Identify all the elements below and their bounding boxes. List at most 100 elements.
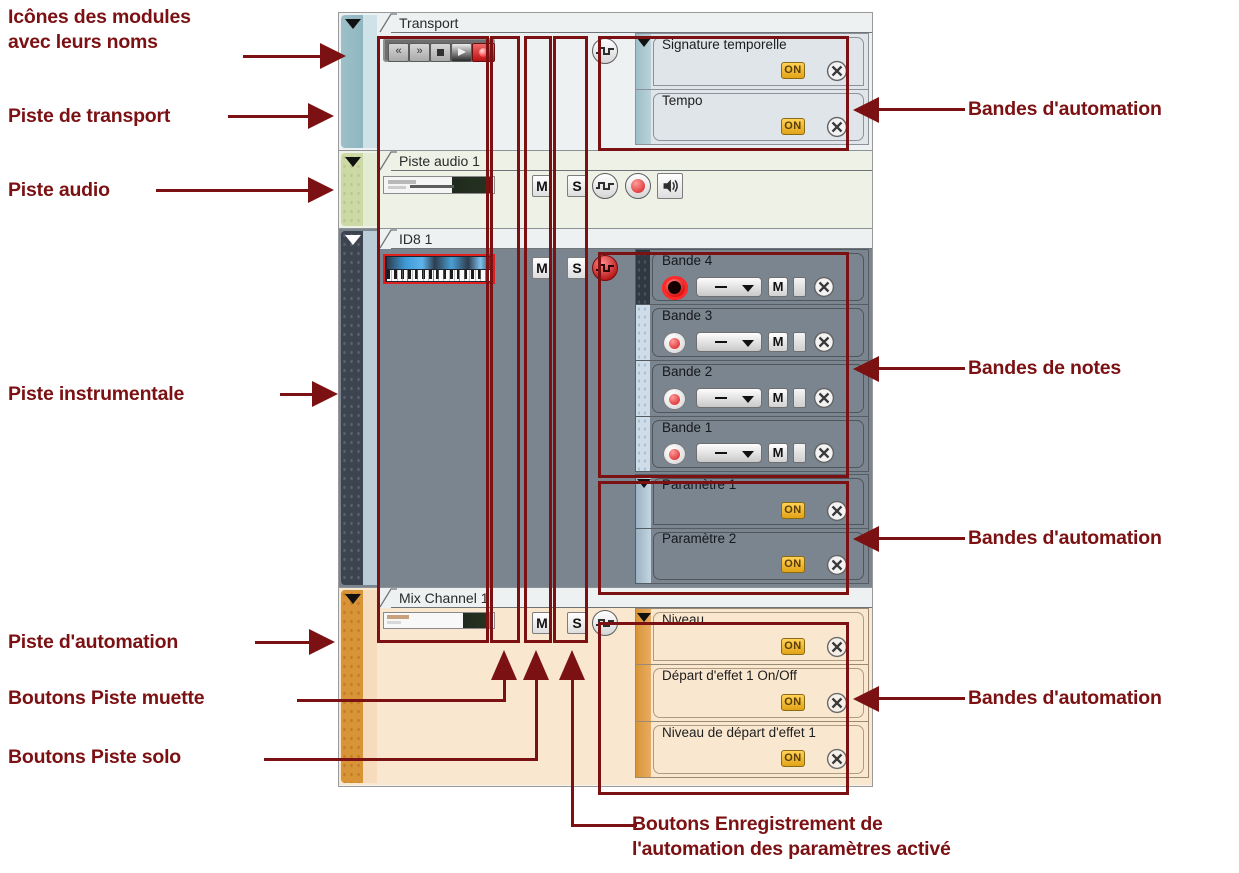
fast-forward-icon[interactable]: » [409,43,430,62]
note-lane[interactable]: Bande 4 M [635,249,869,305]
automation-lanes-transport: Signature temporelle ON Tempo ON [635,33,869,145]
mute-button-audio[interactable]: M [532,175,552,197]
automation-on-button[interactable]: ON [781,638,805,655]
note-channel-combo[interactable] [696,388,762,408]
track-transport[interactable]: Transport « » [339,13,872,151]
close-icon[interactable] [826,692,848,714]
track-color-strip-transport [341,15,363,148]
lane-slot[interactable] [793,443,806,463]
mix-module-icon[interactable] [383,612,495,629]
track-name-audio[interactable]: Piste audio 1 [399,153,480,169]
keyboard-icon[interactable] [383,254,495,284]
record-icon[interactable] [663,443,686,465]
solo-button-audio[interactable]: S [567,175,587,197]
automation-record-button-audio[interactable] [592,173,618,199]
track-audio[interactable]: Piste audio 1 M S [339,151,872,229]
automation-on-button[interactable]: ON [781,694,805,711]
close-icon[interactable] [813,387,835,409]
disclosure-triangle-transport[interactable] [345,19,361,29]
automation-record-button-mix[interactable] [592,610,618,636]
lane-slot[interactable] [793,388,806,408]
close-icon[interactable] [813,331,835,353]
disclosure-triangle-lane[interactable] [637,38,651,47]
disclosure-triangle-lane[interactable] [637,613,651,622]
close-icon[interactable] [826,554,848,576]
stop-icon[interactable] [430,43,451,62]
automation-on-button[interactable]: ON [781,62,805,79]
note-lanes-instrument: Bande 4 M [635,249,869,472]
close-icon[interactable] [813,442,835,464]
audio-module-icon[interactable] [383,176,495,194]
automation-lane[interactable]: Paramètre 2 ON [635,529,869,584]
play-icon[interactable] [451,43,472,62]
close-icon[interactable] [826,116,848,138]
automation-on-button[interactable]: ON [781,750,805,767]
leader-audio-track [156,189,312,192]
close-icon[interactable] [826,60,848,82]
disclosure-triangle-audio[interactable] [345,157,361,167]
note-channel-combo[interactable] [696,277,762,297]
lane-name: Bande 1 [662,420,713,435]
close-icon[interactable] [826,748,848,770]
track-name-instrument[interactable]: ID8 1 [399,231,433,247]
lane-handle[interactable] [636,305,650,360]
track-name-transport[interactable]: Transport [399,15,459,31]
monitor-button-audio[interactable] [657,173,683,199]
transport-module-strip[interactable]: « » [383,38,495,62]
lane-slot[interactable] [793,277,806,297]
automation-lane[interactable]: Niveau de départ d'effet 1 ON [635,722,869,778]
arrowhead-parameter-bands [853,526,879,552]
disclosure-triangle-mix[interactable] [345,594,361,604]
automation-on-button[interactable]: ON [781,118,805,135]
waveform-icon-active [596,264,614,272]
note-lane[interactable]: Bande 3 M [635,305,869,361]
mute-button-instrument[interactable]: M [532,257,552,279]
solo-button-instrument[interactable]: S [567,257,587,279]
note-lane[interactable]: Bande 1 M [635,417,869,472]
automation-lane[interactable]: Départ d'effet 1 On/Off ON [635,665,869,722]
lane-handle[interactable] [636,417,650,471]
arrowhead-instrument-track [312,381,338,407]
automation-on-button[interactable]: ON [781,502,805,519]
lane-mute-button[interactable]: M [768,332,788,352]
disclosure-triangle-lane[interactable] [637,479,651,488]
annotation-mix-automation-bands: Bandes d'automation [968,687,1162,709]
lane-handle[interactable] [636,361,650,416]
mute-button-mix[interactable]: M [532,612,552,634]
disclosure-triangle-instrument[interactable] [345,235,361,245]
solo-button-mix[interactable]: S [567,612,587,634]
lane-mute-button[interactable]: M [768,277,788,297]
automation-lane[interactable]: Paramètre 1 ON [635,474,869,529]
record-icon[interactable] [662,276,688,300]
note-channel-combo[interactable] [696,443,762,463]
rewind-icon[interactable]: « [388,43,409,62]
automation-lane[interactable]: Signature temporelle ON [636,34,868,89]
automation-record-button-instrument[interactable] [592,255,618,281]
record-icon[interactable] [472,43,495,62]
close-icon[interactable] [813,276,835,298]
leader-parameter-bands [877,537,965,540]
lane-mute-button[interactable]: M [768,443,788,463]
lane-mute-button[interactable]: M [768,388,788,408]
close-icon[interactable] [826,636,848,658]
record-icon[interactable] [663,332,686,354]
track-instrument[interactable]: ID8 1 M S Ban [339,229,872,588]
lane-slot[interactable] [793,332,806,352]
automation-lane[interactable]: Tempo ON [636,89,868,144]
track-body-audio: Piste audio 1 M S [377,151,872,228]
record-arm-button-audio[interactable] [625,173,651,199]
note-channel-combo[interactable] [696,332,762,352]
leader-automation-record-v [571,678,574,826]
automation-on-button[interactable]: ON [781,556,805,573]
note-lane[interactable]: Bande 2 M [635,361,869,417]
tab-underline [391,607,872,608]
record-icon[interactable] [663,388,686,410]
automation-record-button-transport[interactable] [592,38,618,64]
leader-automation-record-h [571,824,637,827]
track-mix-channel[interactable]: Mix Channel 1 M S Niveau ON [339,588,872,785]
close-icon[interactable] [826,500,848,522]
automation-lane[interactable]: Niveau ON [635,608,869,665]
lane-handle[interactable] [636,250,650,304]
annotation-transport-automation-bands: Bandes d'automation [968,98,1162,120]
track-name-mix[interactable]: Mix Channel 1 [399,590,489,606]
